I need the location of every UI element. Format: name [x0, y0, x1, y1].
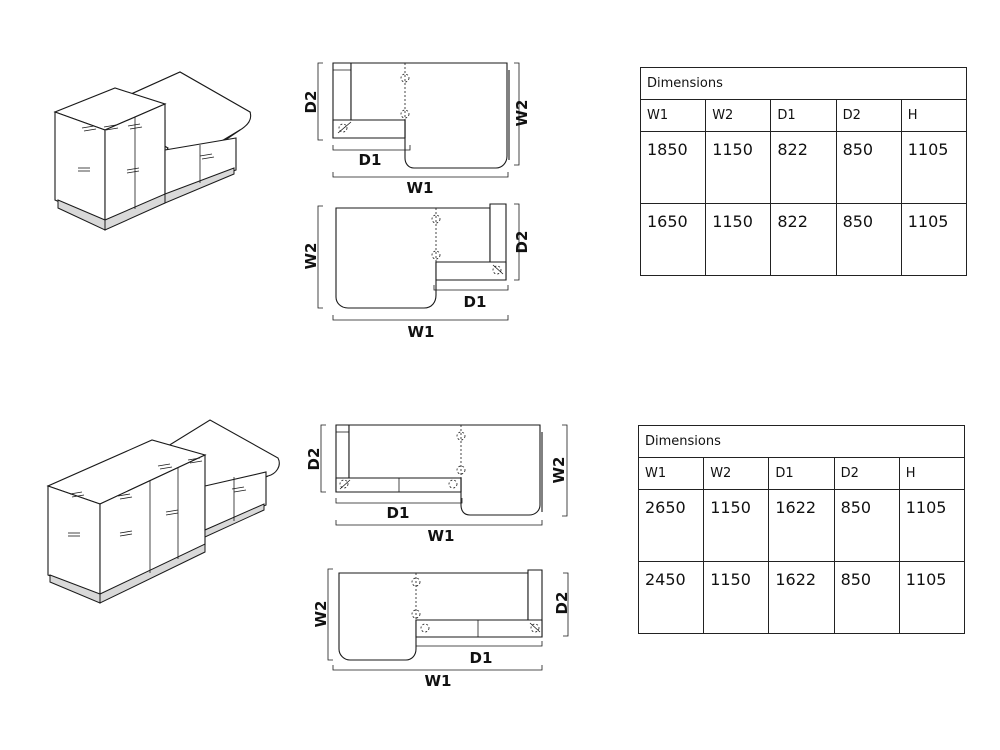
table-cell: 1105 [898, 489, 966, 562]
column-header: D1 [768, 457, 835, 490]
plan-bottom-left-return: D2 D1 W1 W2 [305, 425, 568, 545]
dim-label-w1: W1 [428, 527, 455, 545]
dim-label-d2: D2 [302, 91, 320, 114]
table-cell: 1105 [900, 203, 968, 276]
column-header: W2 [705, 99, 772, 132]
dimensions-table: Dimensions W1 W2 D1 D2 H 1850 1150 822 8… [639, 67, 968, 276]
table-cell: 1105 [898, 561, 966, 634]
isometric-desk-large [48, 420, 279, 603]
column-header: D1 [770, 99, 837, 132]
handle-icon [78, 124, 214, 173]
dim-label-w2: W2 [302, 243, 320, 270]
dim-label-w2: W2 [312, 601, 330, 628]
table-cell: 2650 [637, 489, 705, 562]
isometric-desk-small [55, 72, 251, 230]
table-cell: 850 [833, 489, 900, 562]
table-cell: 850 [835, 131, 902, 204]
plan-top-right-return: W2 D2 D1 W1 [302, 204, 531, 341]
dim-label-d2: D2 [305, 448, 323, 471]
column-header: H [898, 457, 966, 490]
handle-icon [68, 458, 246, 536]
dim-label-w1: W1 [407, 179, 434, 197]
dim-label-d1: D1 [387, 504, 410, 522]
dim-label-d1: D1 [470, 649, 493, 667]
dim-label-d2: D2 [513, 231, 531, 254]
table-row: 2450 1150 1622 850 1105 [637, 561, 966, 634]
column-header: W1 [637, 457, 705, 490]
column-header: W2 [703, 457, 770, 490]
table-cell: 1150 [705, 131, 772, 204]
table-row: 2650 1150 1622 850 1105 [637, 489, 966, 562]
table-cell: 1150 [703, 561, 770, 634]
dimensions-table: Dimensions W1 W2 D1 D2 H 2650 1150 1622 … [637, 425, 966, 634]
dim-label-d2: D2 [553, 592, 571, 615]
table-cell: 1150 [703, 489, 770, 562]
table-cell: 1105 [900, 131, 968, 204]
table-row: 1850 1150 822 850 1105 [639, 131, 968, 204]
table-cell: 822 [770, 203, 837, 276]
dim-label-d1: D1 [359, 151, 382, 169]
table-cell: 2450 [637, 561, 705, 634]
column-header: W1 [639, 99, 707, 132]
plan-top-left-return: D2 D1 W1 W2 [302, 63, 531, 197]
table-cell: 1850 [639, 131, 707, 204]
plan-bottom-right-return: W2 D2 D1 W1 [312, 569, 571, 690]
table-caption: Dimensions [638, 425, 965, 458]
column-header: D2 [835, 99, 902, 132]
table-row: 1650 1150 822 850 1105 [639, 203, 968, 276]
dim-label-w1: W1 [408, 323, 435, 341]
table-cell: 1650 [639, 203, 707, 276]
column-header: H [900, 99, 968, 132]
table-cell: 850 [833, 561, 900, 634]
table-cell: 1150 [705, 203, 772, 276]
dim-label-w2: W2 [513, 100, 531, 127]
table-cell: 1622 [768, 489, 835, 562]
column-header: D2 [833, 457, 900, 490]
table-cell: 822 [770, 131, 837, 204]
dim-label-w1: W1 [425, 672, 452, 690]
dim-label-w2: W2 [550, 457, 568, 484]
table-cell: 1622 [768, 561, 835, 634]
dim-label-d1: D1 [464, 293, 487, 311]
table-cell: 850 [835, 203, 902, 276]
table-caption: Dimensions [640, 67, 967, 100]
